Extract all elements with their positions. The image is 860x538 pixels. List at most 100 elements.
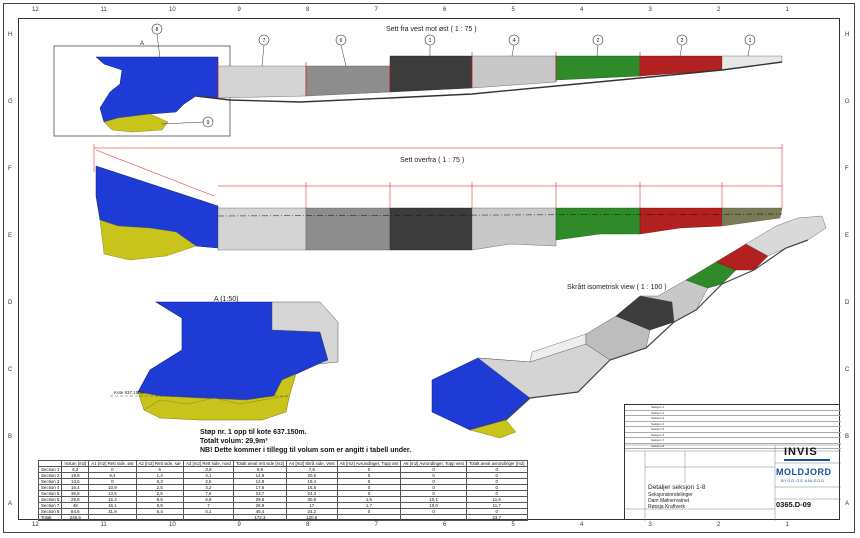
volume-table-cell	[135, 514, 184, 521]
side-section-1a	[389, 55, 473, 93]
balloon-label: 1	[749, 38, 752, 44]
volume-table-cell: 23,7	[465, 514, 528, 521]
column-number: 10	[169, 7, 176, 13]
pour-note: Støp nr. 1 opp til kote 637.150m. Totalt…	[200, 428, 411, 455]
side-rock-line	[195, 61, 783, 103]
balloon-label: 6	[340, 38, 343, 44]
iso-section-2b	[715, 243, 769, 271]
pour-note-line: NB! Dette kommer i tillegg til volum som…	[200, 447, 412, 454]
detail-view-title: A (1:50)	[214, 296, 239, 303]
row-letter: H	[845, 32, 850, 38]
row-letter: D	[845, 300, 850, 306]
side-section-8-blue	[95, 56, 219, 123]
side-section-2b	[639, 55, 723, 77]
top-section-4	[471, 207, 557, 251]
column-number: 12	[32, 522, 39, 528]
volume-table-header: Totalt areal avrundinger [m2]	[465, 460, 528, 467]
volume-table-header: A1 [m2] Rett side, øst	[88, 460, 137, 467]
volume-table-header: A5 [m2] Avrundinger, Topp øst	[336, 460, 402, 467]
pour-note-line: Totalt volum: 29,9m³	[200, 438, 268, 445]
volume-table-cell: Section 5	[37, 490, 63, 497]
volume-table-cell: Totalt	[37, 514, 63, 521]
volume-table-cell	[336, 514, 402, 521]
row-letter: G	[845, 99, 850, 105]
revision-row: Seksjon 5	[625, 427, 841, 433]
sheet-frame-outer	[3, 3, 855, 533]
row-letter: D	[8, 300, 13, 306]
column-number: 12	[32, 7, 39, 13]
drawing-title: Detaljer seksjon 1-8	[648, 484, 706, 491]
column-number: 1	[785, 522, 789, 528]
volume-table-cell: 120,6	[285, 514, 338, 521]
row-letter: B	[845, 434, 850, 440]
column-number: 4	[580, 522, 584, 528]
side-section-6	[305, 65, 391, 97]
balloon-label: 9	[207, 120, 210, 126]
kote-label: Kote 637,150m	[114, 390, 145, 395]
column-number: 3	[648, 7, 652, 13]
row-letter: E	[845, 233, 850, 239]
detail-base-yellow	[137, 373, 297, 421]
column-number: 9	[237, 7, 241, 13]
top-section-2b	[639, 207, 723, 235]
side-base-yellow	[103, 113, 169, 133]
drawing-number: 0365.D-09	[776, 500, 812, 509]
balloon-label: 1	[429, 38, 432, 44]
iso-section-4	[639, 279, 709, 323]
moldjord-logo: MOLDJORD	[776, 467, 832, 477]
column-number: 6	[443, 7, 447, 13]
iso-section-1b	[745, 215, 827, 257]
column-number: 6	[443, 522, 447, 528]
detail-tag: A	[140, 41, 145, 47]
column-number: 10	[169, 522, 176, 528]
top-section-2a	[555, 207, 641, 241]
column-number: 2	[717, 7, 721, 13]
balloon-label: 8	[156, 27, 159, 33]
row-letter: F	[845, 166, 849, 172]
row-letter: A	[8, 501, 13, 507]
column-number: 5	[511, 7, 515, 13]
detail-section-7	[271, 301, 339, 365]
volume-table-cell: Section 3	[37, 478, 63, 485]
top-section-7	[217, 207, 307, 251]
iso-rock-edge	[469, 239, 809, 431]
row-letter: B	[8, 434, 13, 440]
revision-row: Seksjon 8	[625, 444, 841, 449]
column-number: 1	[785, 7, 789, 13]
balloon-label: 4	[513, 38, 516, 44]
row-letter: H	[8, 32, 13, 38]
side-section-7	[217, 65, 307, 99]
top-section-1b	[721, 207, 783, 227]
column-number: 7	[374, 522, 378, 528]
row-letter: E	[8, 233, 13, 239]
column-number: 8	[306, 7, 310, 13]
volume-table-header: Volum [m2]	[61, 460, 90, 467]
column-number: 2	[717, 522, 721, 528]
revision-row: Seksjon 2	[625, 411, 841, 416]
row-letter: G	[8, 99, 13, 105]
row-letter: C	[845, 367, 850, 373]
volume-table-header: A3 [m2] Rett side, nord	[182, 460, 234, 467]
column-number: 3	[648, 522, 652, 528]
top-section-1a	[389, 207, 473, 251]
column-number: 11	[100, 522, 107, 528]
revision-row: Seksjon 3	[625, 416, 841, 422]
column-number: 11	[100, 7, 107, 13]
volume-table-header: A6 [m2] Avrundinger, Topp vest	[400, 460, 467, 467]
column-number: 9	[237, 522, 241, 528]
volume-table-cell: Section 7	[37, 502, 63, 509]
top-base-yellow	[99, 219, 197, 261]
volume-table-header: A4 [m2] Skrå side, Vest	[285, 460, 338, 467]
revision-row: Seksjon 7	[625, 438, 841, 444]
row-letter: A	[845, 501, 850, 507]
volume-table-cell: Section 6	[37, 496, 63, 503]
top-view-title: Sett overfra ( 1 : 75 )	[400, 157, 465, 164]
volume-table-cell: 245,6	[61, 514, 90, 521]
volume-table-cell: 172,3	[232, 514, 287, 521]
